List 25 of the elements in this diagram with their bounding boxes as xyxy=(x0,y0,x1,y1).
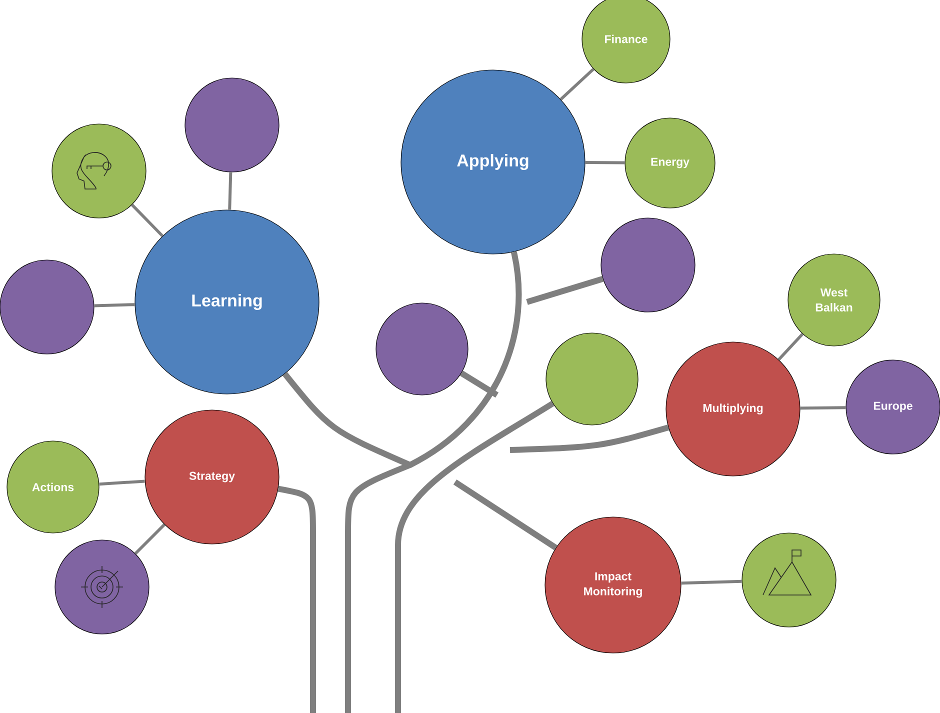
connector-line xyxy=(130,204,164,238)
connector-line xyxy=(681,580,742,585)
icon-circle xyxy=(742,532,836,628)
empty-circle xyxy=(600,218,696,312)
tree-branch xyxy=(408,251,522,468)
connector-line xyxy=(134,524,166,555)
icon-circle xyxy=(54,540,150,634)
connector-line xyxy=(99,480,145,486)
tree-branch xyxy=(453,480,558,550)
connector-line xyxy=(560,68,594,100)
tree-branch xyxy=(460,370,499,398)
tree-branch xyxy=(278,486,316,713)
empty-circle xyxy=(184,78,280,172)
tree-branch xyxy=(282,372,412,468)
connector-line xyxy=(800,406,846,410)
tree-branch xyxy=(395,400,554,713)
tree-branch xyxy=(510,424,670,453)
empty-circle xyxy=(376,302,468,396)
connector-line xyxy=(778,332,804,361)
connector-line xyxy=(228,172,232,210)
empty-circle xyxy=(546,332,638,426)
connector-line xyxy=(585,161,625,164)
tree-branch xyxy=(526,276,604,305)
connector-line xyxy=(94,303,135,308)
icon-circle xyxy=(52,124,146,218)
